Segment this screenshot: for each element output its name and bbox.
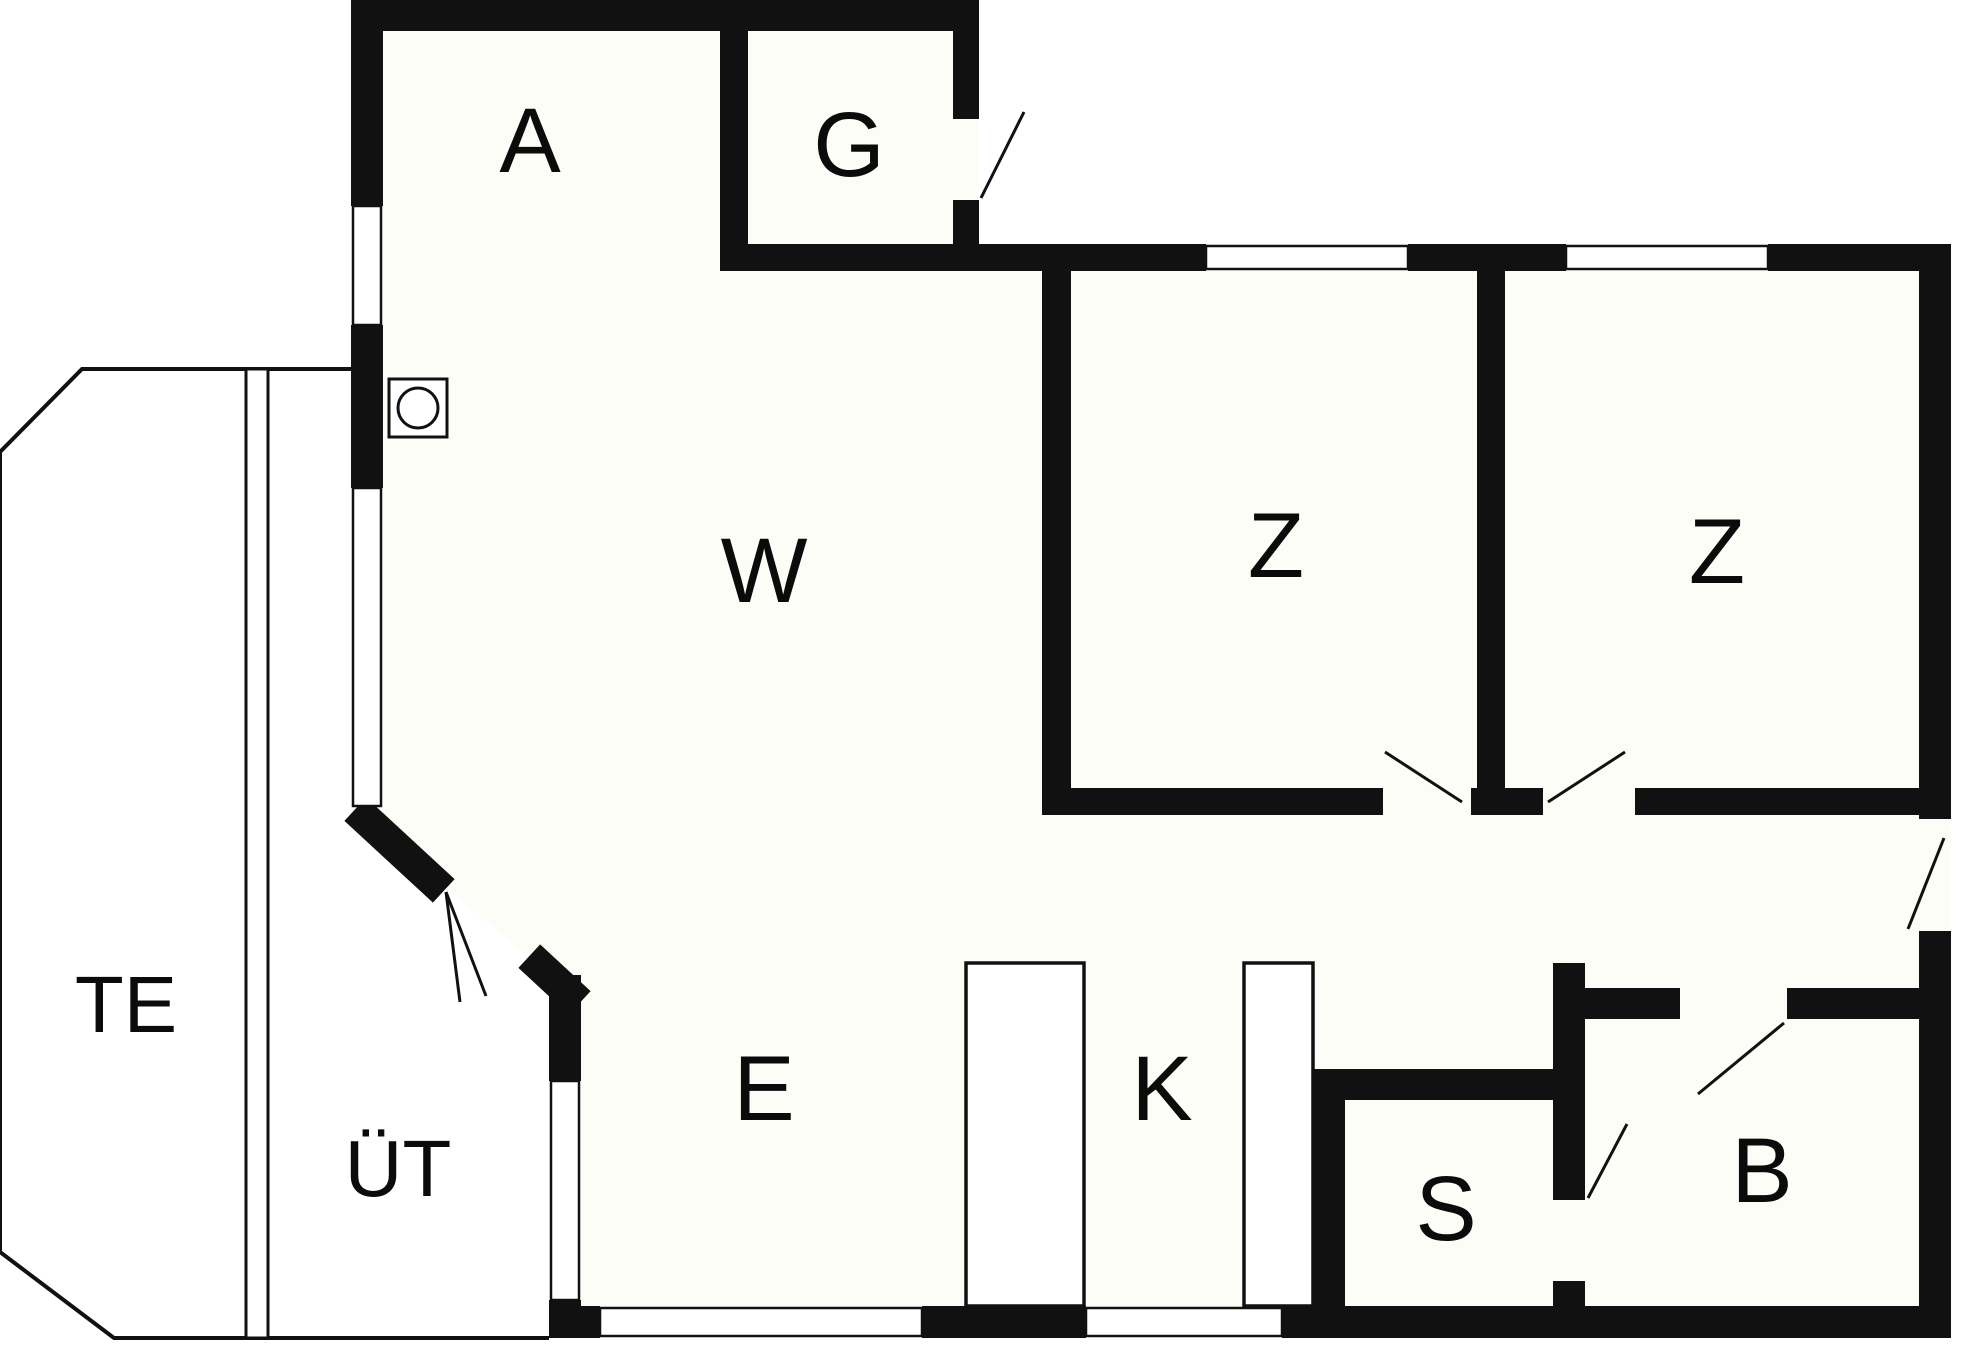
kitchen-counters [964, 961, 1315, 1308]
room-label-z2: Z [1689, 501, 1745, 603]
room-label-k: K [1131, 1038, 1192, 1140]
wall-segment [720, 244, 1206, 271]
wall-segment [351, 0, 979, 31]
wall-segment [1313, 1069, 1345, 1338]
window [1564, 244, 1770, 271]
wall-diagonal [518, 944, 591, 1015]
room-label-w: W [721, 520, 808, 622]
wall-segment [549, 1300, 581, 1338]
wall-diagonal [344, 797, 455, 903]
wall-segment [1553, 963, 1585, 1200]
wall-segment [351, 325, 383, 488]
terrace-outline [0, 367, 549, 1340]
washing-machine-icon [387, 377, 449, 439]
wall-segment [1471, 788, 1543, 815]
window [549, 1079, 581, 1302]
wall-segment [1635, 788, 1951, 815]
wall-segment [1313, 1069, 1560, 1100]
room-label-g: G [813, 94, 885, 196]
door-swing-line [1697, 1021, 1785, 1096]
window [351, 486, 383, 808]
wall-segment [1408, 244, 1566, 271]
room-label-z1: Z [1248, 495, 1304, 597]
window [1204, 244, 1410, 271]
wall-segment [1919, 244, 1951, 819]
door-swing-line [444, 891, 462, 1003]
door-swing-line [444, 891, 488, 997]
wall-segment [351, 0, 383, 206]
room-label-te: TE [75, 960, 177, 1049]
wall-segment [1477, 271, 1505, 788]
washing-machine-drum [396, 386, 440, 430]
room-label-e: E [733, 1038, 794, 1140]
wall-segment [1553, 1281, 1585, 1338]
house-floor [351, 0, 1951, 1338]
door-swing-line [979, 111, 1026, 199]
door-swings [444, 111, 1946, 1199]
door-swing-line [1384, 750, 1463, 804]
room-labels: A G W Z Z TE ÜT E K S B [75, 90, 1793, 1260]
wall-segment [1787, 988, 1951, 1019]
window [598, 1306, 924, 1338]
walls [344, 0, 1951, 1338]
room-label-s: S [1415, 1158, 1476, 1260]
window [351, 204, 383, 327]
wall-segment [922, 1306, 1086, 1338]
kitchen-counter [1242, 961, 1315, 1308]
door-swing-line [1586, 1123, 1629, 1199]
wall-segment [1585, 988, 1680, 1019]
wall-segment [1282, 1306, 1951, 1338]
room-label-b: B [1731, 1120, 1792, 1222]
terrace-divider-wall [244, 367, 270, 1340]
wall-segment [720, 31, 748, 244]
room-label-a: A [499, 90, 561, 192]
wall-segment [1042, 788, 1383, 815]
window [1084, 1306, 1284, 1338]
terrace [0, 367, 549, 1340]
wall-segment [953, 0, 979, 119]
door-swing-line [1906, 837, 1946, 930]
kitchen-counter [964, 961, 1086, 1308]
door-swing-line [1547, 750, 1626, 804]
wall-segment [1042, 271, 1071, 788]
room-label-uet: ÜT [345, 1124, 452, 1213]
windows [351, 204, 1770, 1338]
